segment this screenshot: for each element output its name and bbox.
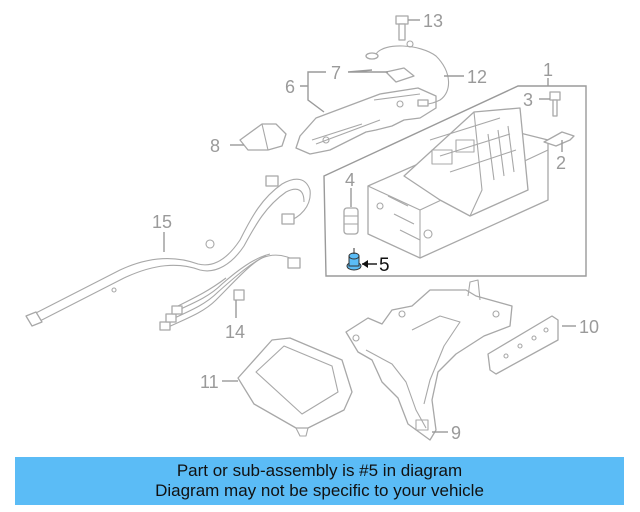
part-6-cover bbox=[295, 87, 437, 155]
part-13-bolt bbox=[395, 15, 409, 41]
leader-7 bbox=[347, 69, 388, 73]
part-14-harness bbox=[159, 253, 301, 331]
callout-11: 11 bbox=[200, 372, 219, 392]
info-banner: Part or sub-assembly is #5 in diagram Di… bbox=[15, 457, 624, 505]
part-12-cable bbox=[365, 40, 450, 107]
banner-line-1: Part or sub-assembly is #5 in diagram bbox=[176, 461, 463, 480]
part-11-cover-box bbox=[237, 337, 353, 437]
callout-3: 3 bbox=[523, 90, 533, 110]
part-8-cover bbox=[239, 123, 287, 151]
part-9-bracket bbox=[345, 279, 513, 441]
assembly-box bbox=[323, 85, 587, 277]
part-2-bracket bbox=[543, 131, 575, 147]
part-7-label-plate bbox=[385, 67, 415, 83]
part-10-plate bbox=[487, 315, 559, 375]
callout-15: 15 bbox=[152, 212, 172, 232]
callout-7: 7 bbox=[331, 63, 341, 83]
callout-9: 9 bbox=[451, 423, 461, 443]
callout-8: 8 bbox=[210, 136, 220, 156]
part-4-terminal bbox=[343, 207, 359, 235]
callout-14: 14 bbox=[225, 322, 245, 342]
part-5-grommet bbox=[346, 248, 362, 271]
callout-2: 2 bbox=[556, 153, 566, 173]
callout-10: 10 bbox=[579, 317, 599, 337]
callout-13: 13 bbox=[423, 11, 443, 31]
callout-12: 12 bbox=[467, 67, 487, 87]
part-15-harness bbox=[25, 175, 311, 327]
callout-6: 6 bbox=[285, 77, 295, 97]
banner-line-2: Diagram may not be specific to your vehi… bbox=[155, 481, 484, 500]
leader-6 bbox=[300, 71, 326, 113]
callout-5: 5 bbox=[379, 255, 390, 276]
part-1-assembly bbox=[367, 107, 549, 259]
arrow-5 bbox=[362, 260, 368, 268]
callout-1: 1 bbox=[543, 60, 553, 80]
part-3-bolt bbox=[549, 91, 561, 117]
callout-4: 4 bbox=[345, 170, 355, 190]
